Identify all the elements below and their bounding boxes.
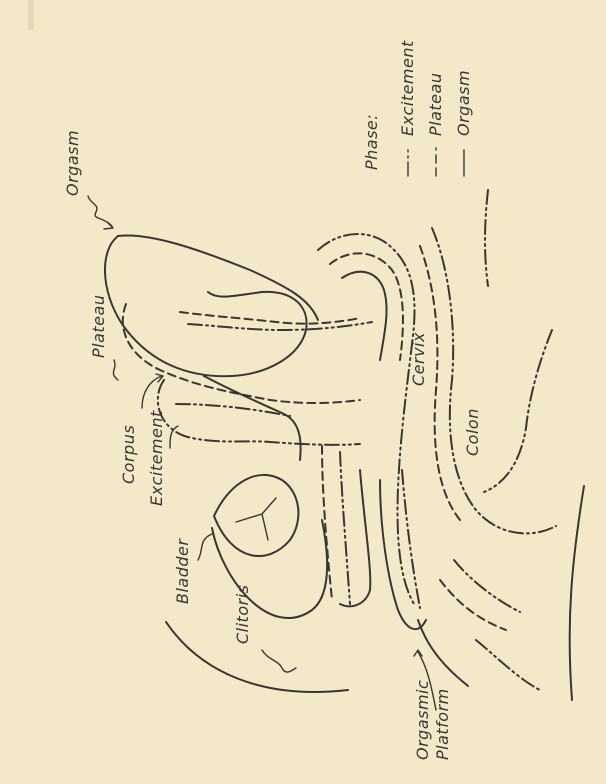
legend-label-plateau: Plateau bbox=[426, 73, 445, 136]
posterior-wall-excitement bbox=[402, 470, 420, 608]
vaginal-wall-excitement bbox=[340, 452, 350, 604]
cervix-orgasm-outline bbox=[342, 272, 387, 360]
corpus-excitement-outline bbox=[158, 380, 360, 445]
label-bladder: Bladder bbox=[173, 538, 192, 604]
corpus-plateau-inner bbox=[180, 312, 360, 324]
pointer-arrows bbox=[88, 196, 436, 710]
legend-label-excitement: Excitement bbox=[398, 40, 417, 136]
anal-excitement bbox=[476, 640, 540, 690]
perineum-contour bbox=[418, 620, 468, 686]
label-colon: Colon bbox=[463, 408, 482, 456]
corpus-orgasm-upper bbox=[118, 235, 318, 320]
arrow-orgasm bbox=[88, 196, 112, 226]
cervix-plateau-outline bbox=[330, 253, 403, 360]
label-plateau: Plateau bbox=[89, 295, 108, 358]
body-contours bbox=[166, 486, 584, 700]
label-excitement: Excitement bbox=[147, 410, 166, 506]
legend-label-orgasm: Orgasm bbox=[454, 70, 473, 136]
label-corpus: Corpus bbox=[119, 425, 138, 484]
arrow-plateau bbox=[113, 360, 118, 380]
phase-legend: Phase: Excitement Plateau Orgasm bbox=[362, 40, 473, 176]
colon bbox=[418, 190, 556, 690]
corpus-orgasm-outline bbox=[105, 236, 307, 376]
outer-skin-contour bbox=[166, 622, 348, 692]
colon-outer-excitement bbox=[432, 228, 556, 533]
colon-lower-excitement bbox=[484, 330, 552, 492]
rectum-plateau bbox=[440, 580, 506, 630]
pubic-contour bbox=[212, 520, 327, 618]
rectum-excitement bbox=[454, 560, 520, 612]
label-clitoris: Clitoris bbox=[233, 585, 252, 644]
sacrum-contour bbox=[570, 486, 584, 700]
vaginal-canal bbox=[318, 234, 426, 629]
corpus-excitement-inner bbox=[188, 322, 372, 330]
bladder-trigone bbox=[236, 498, 276, 540]
paper-smudge bbox=[28, 0, 34, 30]
label-platform: Platform bbox=[433, 688, 452, 760]
label-orgasm: Orgasm bbox=[63, 130, 82, 196]
label-orgasmic: Orgasmic bbox=[413, 680, 432, 760]
uterus bbox=[105, 235, 372, 460]
bladder bbox=[214, 475, 298, 556]
corpus-plateau-outline bbox=[123, 304, 360, 403]
colon-upper-excitement bbox=[485, 190, 488, 286]
arrow-bladder bbox=[198, 534, 212, 560]
arrow-clitoris bbox=[262, 650, 296, 672]
legend-title: Phase: bbox=[362, 114, 381, 170]
